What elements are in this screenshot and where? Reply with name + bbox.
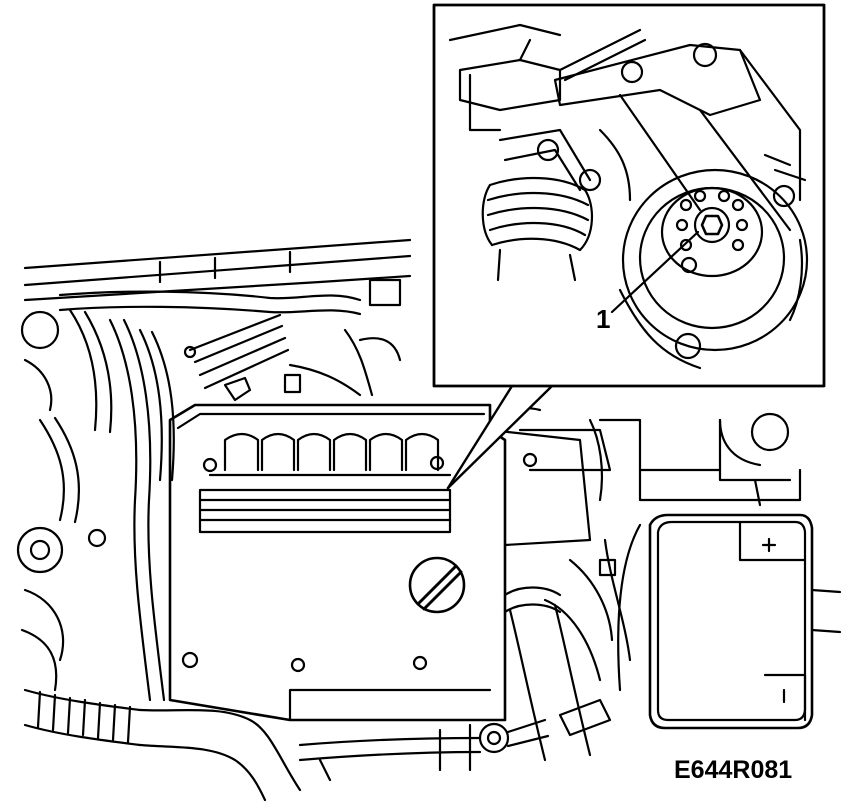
- mount-nut: [700, 214, 724, 236]
- battery: [617, 513, 842, 730]
- wiring-harness: [188, 278, 402, 402]
- corrugated-hose: [23, 688, 302, 802]
- mount-bracket: [553, 42, 802, 232]
- left-hoses: [38, 290, 362, 702]
- inset-shaft: [448, 23, 807, 202]
- engine-cover: [168, 403, 592, 722]
- right-hoses: [488, 407, 632, 762]
- fittings: [87, 345, 472, 782]
- callout-label-1: 1: [596, 304, 610, 334]
- bellows-boot: [481, 176, 594, 282]
- cover-bolt: [412, 655, 428, 671]
- cover-bolt: [181, 651, 199, 669]
- hose-clamp: [298, 698, 612, 762]
- engine-mount: [618, 168, 809, 370]
- intake-runners: [208, 432, 452, 477]
- left-pulley: [16, 310, 65, 692]
- figure-code-bg: [670, 750, 820, 784]
- cover-bolt: [290, 657, 306, 673]
- oil-filler-cap: [408, 556, 466, 614]
- callout-leader: [610, 230, 700, 314]
- right-upper-components: [598, 412, 802, 577]
- cowl-panel: [23, 238, 412, 302]
- cover-bolt: [522, 452, 538, 468]
- engine-bay-view: [16, 238, 842, 802]
- cover-bolt: [429, 455, 445, 471]
- battery-positive-icon: [761, 537, 777, 553]
- cover-ribs: [198, 488, 452, 534]
- cover-bolt: [202, 457, 218, 473]
- figure-code: E644R081: [674, 756, 792, 784]
- detail-inset: 1: [432, 3, 826, 490]
